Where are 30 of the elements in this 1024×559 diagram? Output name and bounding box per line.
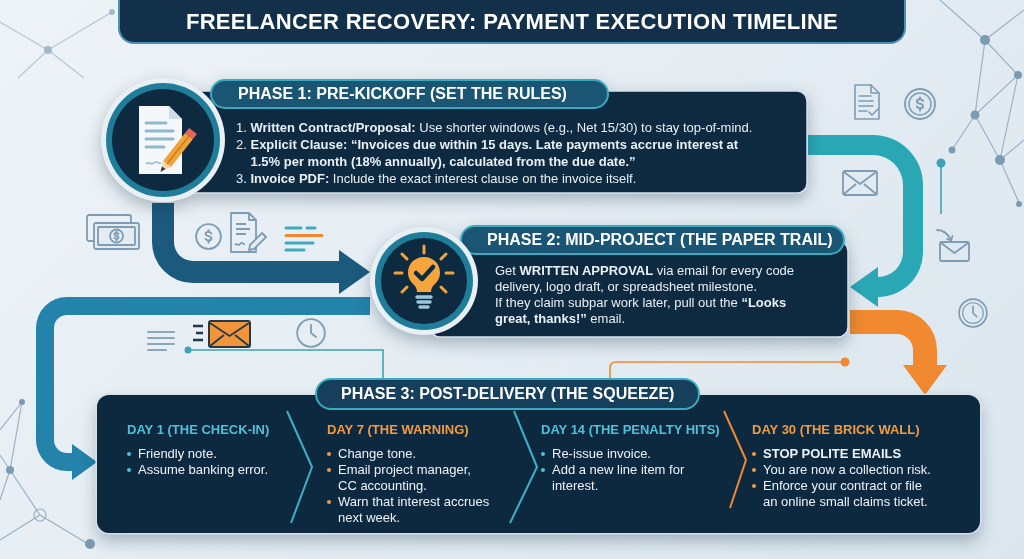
chevron-divider bbox=[286, 410, 313, 524]
arrow bbox=[36, 297, 370, 480]
phase-heading: PHASE 1: PRE-KICKOFF (SET THE RULES) bbox=[210, 79, 609, 109]
list-item: 3. Invoice PDF: Include the exact interest clause on the invoice itself. bbox=[236, 170, 638, 187]
step-heading: DAY 1 (THE CHECK-IN) bbox=[127, 422, 271, 438]
paragraph: Get WRITTEN APPROVAL via email for every code delivery, logo draft, or spreadsheet milestone. bbox=[495, 263, 796, 295]
step-heading: DAY 30 (THE BRICK WALL) bbox=[752, 422, 921, 438]
chevron-divider bbox=[723, 410, 747, 509]
phase-heading: PHASE 2: MID-PROJECT (THE PAPER TRAIL) bbox=[460, 225, 845, 255]
bullet-text: Re-issue invoice. bbox=[552, 446, 652, 462]
bullet-text: Enforce your contract or file an online small claims ticket. bbox=[763, 478, 929, 510]
arrow bbox=[152, 203, 370, 294]
bullet-text: Warn that interest accrues next week. bbox=[338, 494, 491, 526]
bullet-text: Friendly note. bbox=[138, 446, 218, 462]
bullet-text: STOP POLITE EMAILS bbox=[763, 446, 903, 462]
step-heading: DAY 7 (THE WARNING) bbox=[327, 422, 470, 438]
bullet-text: Assume banking error. bbox=[138, 462, 270, 478]
step-heading: DAY 14 (THE PENALTY HITS) bbox=[541, 422, 721, 438]
arrow bbox=[850, 310, 947, 395]
bullet-text: Change tone. bbox=[338, 446, 418, 462]
arrow bbox=[808, 135, 923, 307]
chevron-divider bbox=[509, 410, 538, 524]
list-item: 2. Explicit Clause: “Invoices due within 15 days. Late payments accrue interest at 1.5% per month (18% annually), calculated from the due date.” bbox=[236, 136, 740, 170]
bullet-text: You are now a collection risk. bbox=[763, 462, 932, 478]
title-banner: FREELANCER RECOVERY: PAYMENT EXECUTION TIMELINE bbox=[118, 0, 906, 44]
phase-heading: PHASE 3: POST-DELIVERY (THE SQUEEZE) bbox=[315, 378, 701, 410]
bullet-text: Add a new line item for interest. bbox=[552, 462, 686, 494]
paragraph: If they claim subpar work later, pull out the “Looks great, thanks!” email. bbox=[495, 295, 788, 327]
list-item: 1. Written Contract/Proposal: Use shorter windows (e.g., Net 15/30) to stay top-of-mind. bbox=[236, 119, 754, 136]
bullet-text: Email project manager, CC accounting. bbox=[338, 462, 472, 494]
